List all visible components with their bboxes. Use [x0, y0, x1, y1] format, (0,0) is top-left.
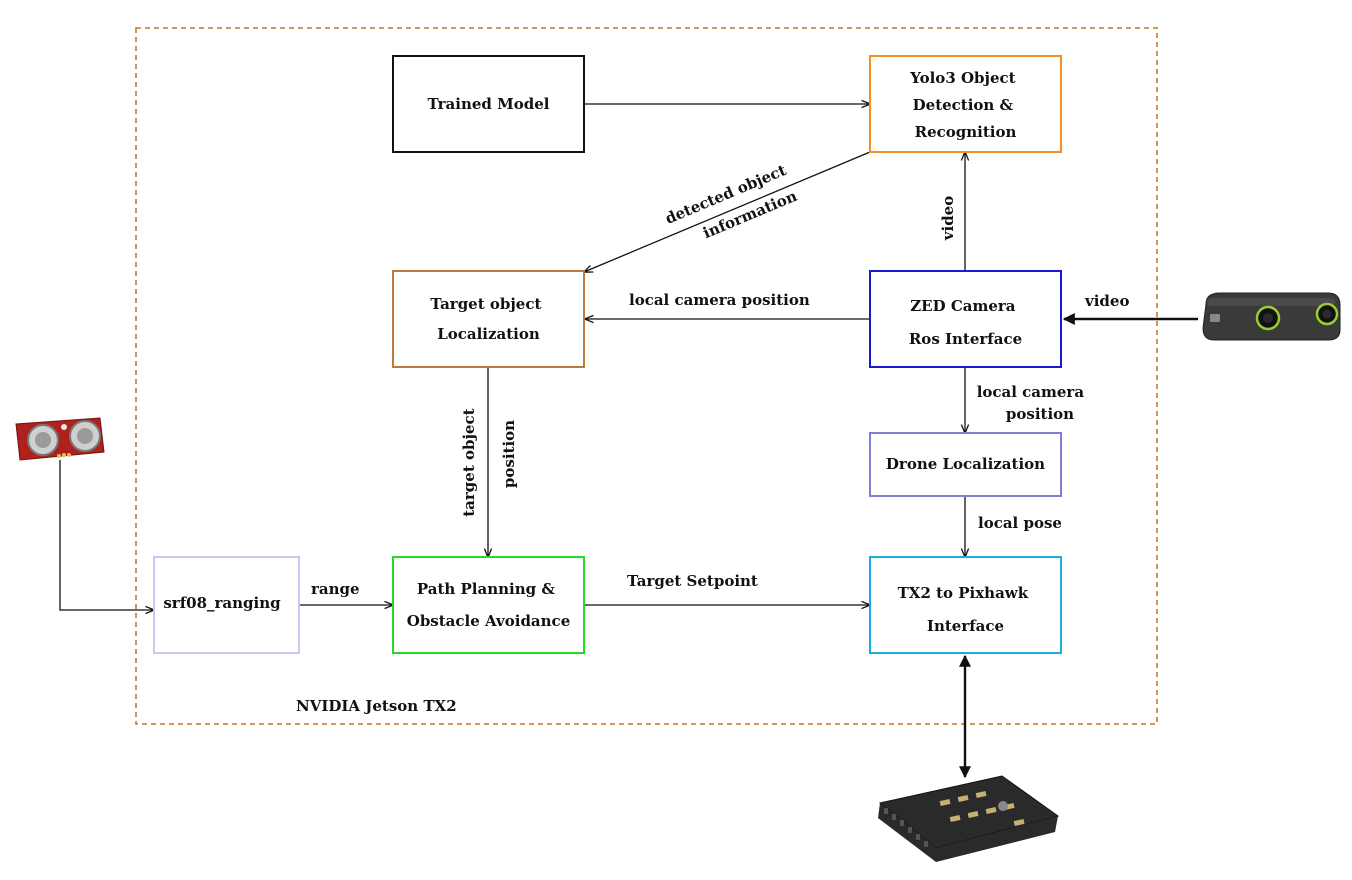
node-path-planning: Path Planning & Obstacle Avoidance — [392, 556, 585, 654]
node-label: Recognition — [915, 123, 1017, 141]
edge-label-local-cam-pos: local camera position — [629, 291, 810, 309]
node-zed-interface: ZED Camera Ros Interface — [869, 270, 1062, 368]
edge-label-video-in: video — [1084, 292, 1129, 310]
node-target-localization: Target object Localization — [392, 270, 585, 368]
svg-text:TX2 to Pixhawk Interface: TX2 to Pixhawk Interface — [898, 584, 1034, 635]
svg-text:Path Planning & Obstacle: Path Planning & Obstacle Avoidance — [407, 580, 570, 630]
node-label: Interface — [927, 617, 1004, 635]
container-label: NVIDIA Jetson TX2 — [296, 697, 457, 715]
edge-yolo-to-target — [584, 151, 871, 272]
edge-label-line: position — [1006, 405, 1074, 423]
edge-label-target-setpoint: Target Setpoint — [627, 572, 758, 590]
node-label: ZED Camera — [910, 297, 1016, 315]
node-label: srf08_ranging — [163, 594, 281, 612]
pixhawk-image — [878, 775, 1060, 862]
edge-label-line: target object — [460, 408, 478, 516]
edge-label-local-cam-pos2: local camera position — [977, 383, 1090, 423]
node-label: Target object — [430, 295, 541, 313]
node-label: Path Planning & — [417, 580, 555, 598]
node-label: Yolo3 Object — [909, 69, 1015, 87]
node-tx2-pixhawk: TX2 to Pixhawk Interface — [869, 556, 1062, 654]
node-trained-model: Trained Model — [392, 55, 585, 153]
svg-text:Trained Model: Trained Model — [428, 95, 550, 113]
node-label: Localization — [437, 325, 540, 343]
node-zed-interface-box — [869, 270, 1062, 368]
node-label: Ros Interface — [909, 330, 1022, 348]
edge-label-line: local camera — [977, 383, 1085, 401]
node-yolo-box — [869, 55, 1062, 153]
jetson-container — [135, 27, 1158, 725]
ultrasonic-sensor-image — [15, 417, 105, 461]
svg-text:ZED Camera Ros Interface: ZED Camera Ros Interface — [909, 297, 1022, 348]
edge-label-line: position — [500, 420, 518, 488]
svg-text:Yolo3 Object Detection &: Yolo3 Object Detection & Recognition — [909, 69, 1021, 141]
node-srf08-ranging: srf08_ranging — [153, 556, 300, 654]
node-drone-localization: Drone Localization — [869, 432, 1062, 497]
node-label: Trained Model — [428, 95, 550, 113]
svg-text:Drone Localization: Drone Localization — [886, 455, 1045, 473]
edge-label-target-pos: target object position — [460, 403, 518, 517]
svg-text:srf08_ranging: srf08_ranging — [163, 594, 281, 612]
node-label: TX2 to Pixhawk — [898, 584, 1029, 602]
node-target-localization-box — [392, 270, 585, 368]
node-label: Obstacle Avoidance — [407, 612, 570, 630]
node-label: Drone Localization — [886, 455, 1045, 473]
node-srf08-ranging-box — [153, 556, 300, 654]
node-path-planning-box — [392, 556, 585, 654]
edge-label-video-up: video — [939, 196, 957, 241]
node-drone-localization-box — [869, 432, 1062, 497]
edge-sensor-to-srf08 — [59, 460, 154, 610]
svg-text:Target object Localizati: Target object Localization — [430, 295, 546, 343]
edge-label-local-pose: local pose — [978, 514, 1062, 532]
edge-label-detected: detected object information — [663, 159, 805, 254]
node-yolo: Yolo3 Object Detection & Recognition — [869, 55, 1062, 153]
node-tx2-pixhawk-box — [869, 556, 1062, 654]
node-trained-model-box — [392, 55, 585, 153]
zed-camera-image — [1202, 292, 1341, 341]
node-label: Detection & — [913, 96, 1014, 114]
edge-label-range: range — [311, 580, 360, 598]
